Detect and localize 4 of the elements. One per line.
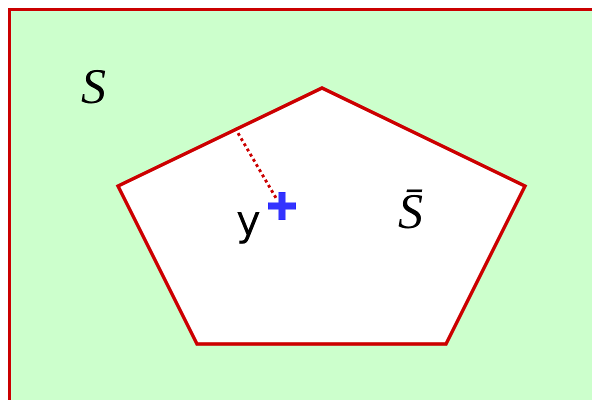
set-label: S̄ xyxy=(398,186,423,236)
set-region xyxy=(8,8,592,400)
set-label: S xyxy=(81,61,106,111)
point-label: y xyxy=(236,200,261,242)
